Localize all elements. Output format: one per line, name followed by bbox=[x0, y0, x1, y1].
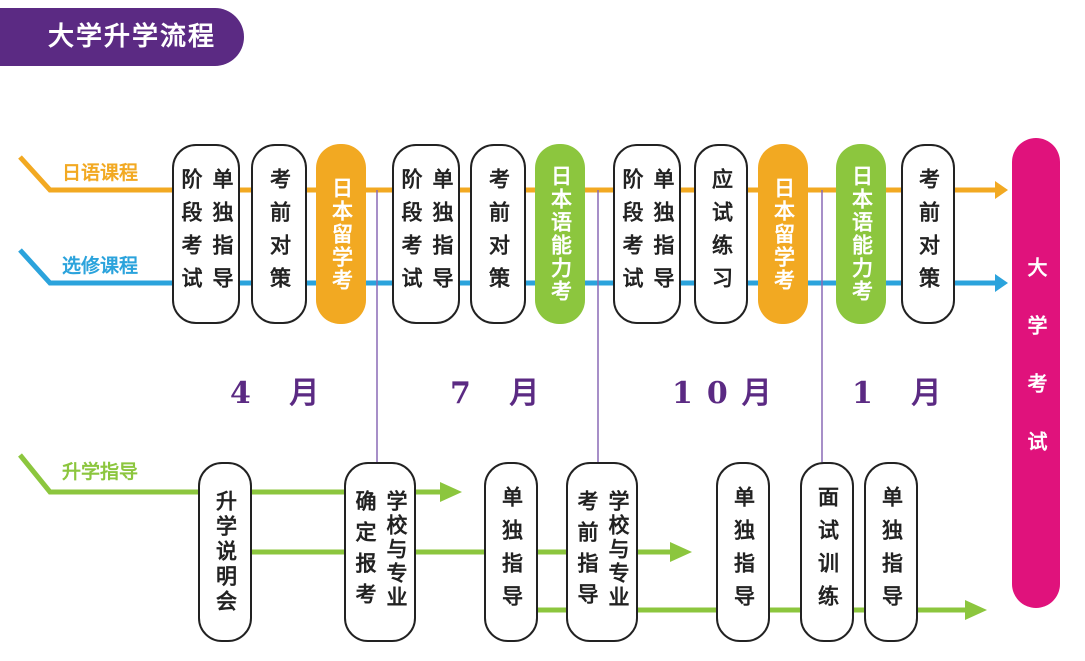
guidance-arrow-1 bbox=[440, 482, 462, 502]
month-april: 4 月 bbox=[230, 376, 334, 411]
page-title: 大学升学流程 bbox=[0, 8, 244, 66]
guidance-arrow-2 bbox=[670, 542, 692, 562]
jlpt-exam-2: 日本语能力考 bbox=[836, 144, 886, 324]
pre-exam-strategy-box-3: 考前对策 bbox=[901, 144, 955, 324]
school-major-decision-box: 确定报考 学校与专业 bbox=[344, 462, 416, 642]
stage-exam-text: 阶段考试 bbox=[179, 168, 203, 300]
individual-guidance-box-2: 单独指导 bbox=[716, 462, 770, 642]
pre-exam-strategy-box-2: 考前对策 bbox=[470, 144, 526, 324]
interview-training-text: 面试训练 bbox=[815, 486, 840, 618]
individual-guidance-text: 单独指导 bbox=[210, 168, 234, 300]
interview-training-box: 面试训练 bbox=[800, 462, 854, 642]
month-october: 10月 bbox=[672, 376, 786, 411]
eju-exam-2: 日本留学考 bbox=[758, 144, 808, 324]
admission-seminar-text: 升学说明会 bbox=[213, 489, 238, 615]
exam-practice-box: 应试练习 bbox=[694, 144, 748, 324]
stage-exam-box-2: 阶段考试 单独指导 bbox=[392, 144, 460, 324]
guidance-track-line bbox=[18, 453, 440, 495]
stage-exam-text: 阶段考试 bbox=[620, 168, 644, 300]
stage-exam-box-1: 阶段考试 单独指导 bbox=[172, 144, 240, 324]
university-exam-bar: 大学考试 bbox=[1012, 138, 1060, 608]
individual-guidance-text: 单独指导 bbox=[651, 168, 675, 300]
month-july: 7 月 bbox=[450, 376, 554, 411]
university-exam-text: 大学考试 bbox=[1024, 257, 1048, 489]
pre-exam-strategy-text: 考前对策 bbox=[916, 168, 941, 300]
individual-guidance-box-1: 单独指导 bbox=[484, 462, 538, 642]
pre-exam-guidance-box: 考前指导 学校与专业 bbox=[566, 462, 638, 642]
pre-exam-strategy-box-1: 考前对策 bbox=[251, 144, 307, 324]
school-major-text: 学校与专业 bbox=[606, 490, 630, 610]
guidance-label: 升学指导 bbox=[62, 461, 139, 483]
jlpt-exam-text: 日本语能力考 bbox=[548, 165, 573, 303]
individual-guidance-text: 单独指导 bbox=[430, 168, 454, 300]
pre-exam-guidance-text: 考前指导 bbox=[575, 490, 599, 614]
japanese-course-label: 日语课程 bbox=[62, 162, 139, 184]
stage-exam-box-3: 阶段考试 单独指导 bbox=[613, 144, 681, 324]
admission-seminar-box: 升学说明会 bbox=[198, 462, 252, 642]
decide-application-text: 确定报考 bbox=[353, 490, 377, 614]
pre-exam-strategy-text: 考前对策 bbox=[267, 168, 292, 300]
japanese-track-arrow bbox=[995, 181, 1008, 199]
individual-guidance-text: 单独指导 bbox=[731, 486, 756, 618]
school-major-text: 学校与专业 bbox=[384, 490, 408, 610]
jlpt-exam-1: 日本语能力考 bbox=[535, 144, 585, 324]
month-january: 1 月 bbox=[852, 376, 956, 411]
eju-exam-text: 日本留学考 bbox=[329, 176, 354, 292]
individual-guidance-box-3: 单独指导 bbox=[864, 462, 918, 642]
guidance-arrow-3 bbox=[965, 600, 987, 620]
pre-exam-strategy-text: 考前对策 bbox=[486, 168, 511, 300]
elective-track-arrow bbox=[995, 274, 1008, 292]
eju-exam-text: 日本留学考 bbox=[771, 176, 796, 292]
stage-exam-text: 阶段考试 bbox=[399, 168, 423, 300]
jlpt-exam-text: 日本语能力考 bbox=[849, 165, 874, 303]
elective-course-label: 选修课程 bbox=[62, 255, 139, 277]
individual-guidance-text: 单独指导 bbox=[499, 486, 524, 618]
individual-guidance-text: 单独指导 bbox=[879, 486, 904, 618]
eju-exam-1: 日本留学考 bbox=[316, 144, 366, 324]
exam-practice-text: 应试练习 bbox=[709, 168, 734, 300]
